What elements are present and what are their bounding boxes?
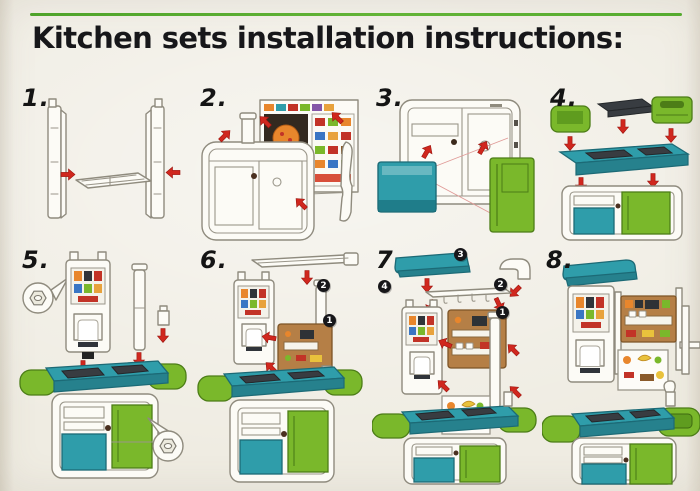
counter-assembly xyxy=(542,407,700,443)
step-3: 3. xyxy=(372,84,542,242)
vending-tower xyxy=(401,299,443,395)
support-strip xyxy=(339,141,353,222)
utensil-hook-bar xyxy=(425,287,512,304)
column-pole xyxy=(131,263,148,351)
step-3-diagram xyxy=(377,99,535,233)
step-4: 4. xyxy=(546,84,698,242)
screw-callout-left xyxy=(22,277,69,314)
step-2: 2. xyxy=(196,84,366,242)
step-5-diagram xyxy=(19,251,187,479)
page-title: Kitchen sets installation instructions: xyxy=(32,21,624,55)
step-number: 5. xyxy=(22,246,50,274)
counter-assembly xyxy=(372,391,537,439)
small-fitting xyxy=(157,305,170,326)
step-7-diagram xyxy=(372,252,537,485)
step-1-diagram xyxy=(47,98,181,219)
cabinet-body xyxy=(403,437,507,485)
oven-drawer-teal xyxy=(377,161,437,213)
step-number: 2. xyxy=(200,84,228,112)
canopy-roof-teal xyxy=(562,259,638,287)
step-4-diagram xyxy=(550,96,693,241)
tray-dark xyxy=(596,98,654,118)
red-arrow-icon xyxy=(421,278,433,293)
step-number: 7 xyxy=(376,246,394,274)
step-5: 5. xyxy=(18,246,190,486)
side-arm-shelf xyxy=(679,305,700,375)
food-print-panel xyxy=(617,349,669,391)
menu-board xyxy=(277,323,333,375)
cabinet-body xyxy=(201,112,315,241)
vending-tower xyxy=(65,251,111,359)
step-1: 1. xyxy=(18,84,190,242)
nut-icon xyxy=(159,438,177,454)
red-arrow-icon xyxy=(564,136,576,151)
faucet xyxy=(663,380,676,407)
cabinet-body xyxy=(229,399,335,483)
basket-green xyxy=(651,96,693,124)
step-8-diagram xyxy=(542,259,700,485)
step-6: 6. 2 1 xyxy=(196,246,366,486)
back-shelf-unit xyxy=(614,287,683,375)
side-panel-left xyxy=(47,98,67,219)
sink-unit-green xyxy=(550,105,591,133)
step-number: 4. xyxy=(550,84,578,112)
instruction-marker: 2 xyxy=(494,278,507,291)
header-accent-line xyxy=(30,13,682,16)
step-number: 1. xyxy=(22,84,50,112)
red-arrow-icon xyxy=(157,328,169,343)
top-shelf-bar xyxy=(251,252,359,268)
red-arrow-icon xyxy=(165,166,181,179)
cabinet-body xyxy=(571,437,677,485)
instruction-marker: 4 xyxy=(378,280,391,293)
red-arrow-icon xyxy=(301,270,313,285)
nut-icon xyxy=(29,290,47,306)
step-number: 6. xyxy=(200,246,228,274)
cabinet-body xyxy=(561,185,683,241)
red-arrow-icon xyxy=(665,128,677,143)
screw-callout-right xyxy=(147,417,184,462)
base-panel xyxy=(75,172,152,189)
step-number: 8. xyxy=(546,246,574,274)
step-7: 7 4 3 2 1 xyxy=(372,246,540,486)
column-pole xyxy=(487,311,503,409)
instruction-marker: 2 xyxy=(317,279,330,292)
instruction-marker: 1 xyxy=(496,306,509,319)
faucet-head xyxy=(499,258,531,280)
side-panel-right xyxy=(145,98,165,219)
vending-tower xyxy=(567,285,615,383)
vending-tower xyxy=(233,271,275,365)
counter-assembly xyxy=(197,366,363,402)
instruction-marker: 1 xyxy=(323,314,336,327)
fridge-door-green xyxy=(489,157,535,233)
cabinet-body xyxy=(51,393,159,479)
step-2-diagram xyxy=(201,99,359,241)
step-8: 8. xyxy=(542,246,700,486)
step-number: 3. xyxy=(376,84,404,112)
red-arrow-icon xyxy=(617,119,629,134)
counter-assembly xyxy=(19,360,187,396)
red-arrow-icon xyxy=(503,340,523,359)
step-6-diagram xyxy=(197,252,363,483)
countertop-teal xyxy=(558,143,691,176)
instruction-marker: 3 xyxy=(454,248,467,261)
